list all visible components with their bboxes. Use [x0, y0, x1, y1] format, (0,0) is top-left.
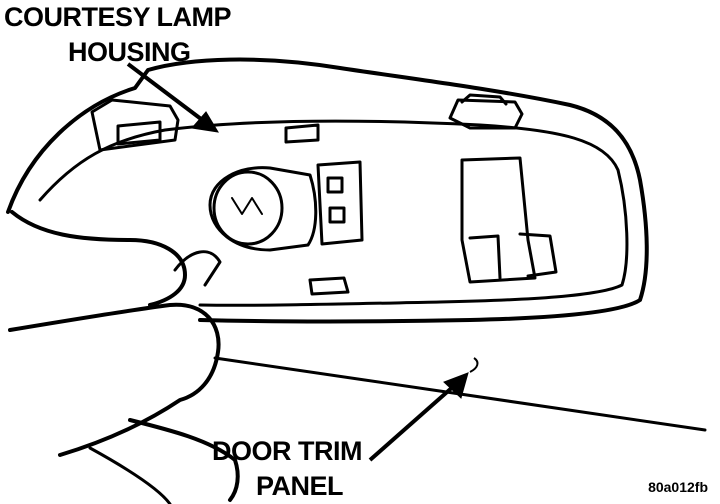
trim-label-line1: DOOR TRIM [212, 436, 363, 466]
finger-index-nail [173, 250, 222, 287]
thumb [8, 302, 221, 457]
door-trim-panel-label: DOOR TRIM PANEL [212, 436, 363, 501]
hand-crease [88, 446, 172, 504]
housing-label-line2: HOUSING [68, 37, 191, 67]
trim-pointer-tick [469, 357, 479, 373]
courtesy-lamp-housing-label: COURTESY LAMP HOUSING [4, 2, 232, 67]
contact-square-lower [328, 206, 346, 224]
trim-leader-line [368, 383, 457, 462]
finger-lower [128, 418, 240, 502]
top-clip-right [448, 98, 524, 130]
figure-code: 80a012fb [648, 479, 708, 495]
housing-leader-line [126, 62, 207, 124]
switch-body [460, 156, 537, 284]
trim-label-line2: PANEL [256, 471, 344, 501]
bulb-filament [231, 197, 263, 215]
bulb [212, 170, 284, 246]
top-tab-left [90, 98, 180, 152]
finger-index [10, 210, 187, 307]
housing-arrowhead [191, 111, 219, 133]
bottom-slot [308, 276, 350, 296]
contact-square-upper [326, 176, 344, 194]
housing-outer-shell [6, 57, 649, 324]
housing-inner-rim [38, 119, 629, 307]
contact-plate [316, 160, 364, 246]
switch-plunger-right [518, 232, 558, 278]
top-clip-right-hook [460, 93, 508, 106]
housing-label-line1: COURTESY LAMP [4, 2, 232, 32]
top-tab-left-slot [116, 120, 162, 146]
switch-plunger [468, 234, 502, 280]
trim-arrowhead [443, 372, 469, 399]
top-tab-mid [284, 123, 320, 144]
